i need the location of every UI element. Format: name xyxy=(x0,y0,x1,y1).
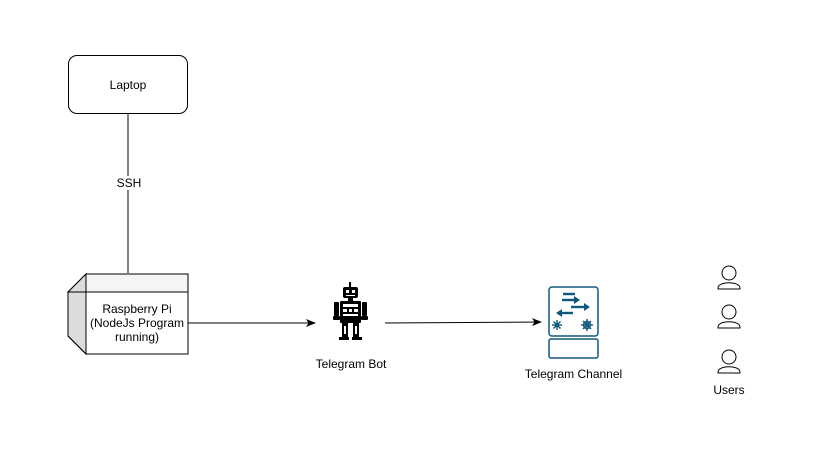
ssh-edge-label: SSH xyxy=(112,176,146,190)
bot-to-channel-arrow xyxy=(384,318,542,327)
network-switch-icon xyxy=(548,286,599,359)
user-icon xyxy=(717,304,741,329)
laptop-node[interactable]: Laptop xyxy=(68,55,188,114)
raspberry-pi-node[interactable]: Raspberry Pi (NodeJs Program running) xyxy=(86,292,188,354)
telegram-channel-label: Telegram Channel xyxy=(524,367,623,381)
telegram-bot-label: Telegram Bot xyxy=(315,357,387,371)
raspberry-pi-label: Raspberry Pi (NodeJs Program running) xyxy=(89,302,185,344)
robot-icon xyxy=(333,282,368,340)
user-icon xyxy=(717,349,741,374)
raspberry-pi-box xyxy=(66,272,189,356)
user-icon xyxy=(717,265,741,290)
laptop-label: Laptop xyxy=(109,77,147,92)
users-label: Users xyxy=(713,383,745,397)
